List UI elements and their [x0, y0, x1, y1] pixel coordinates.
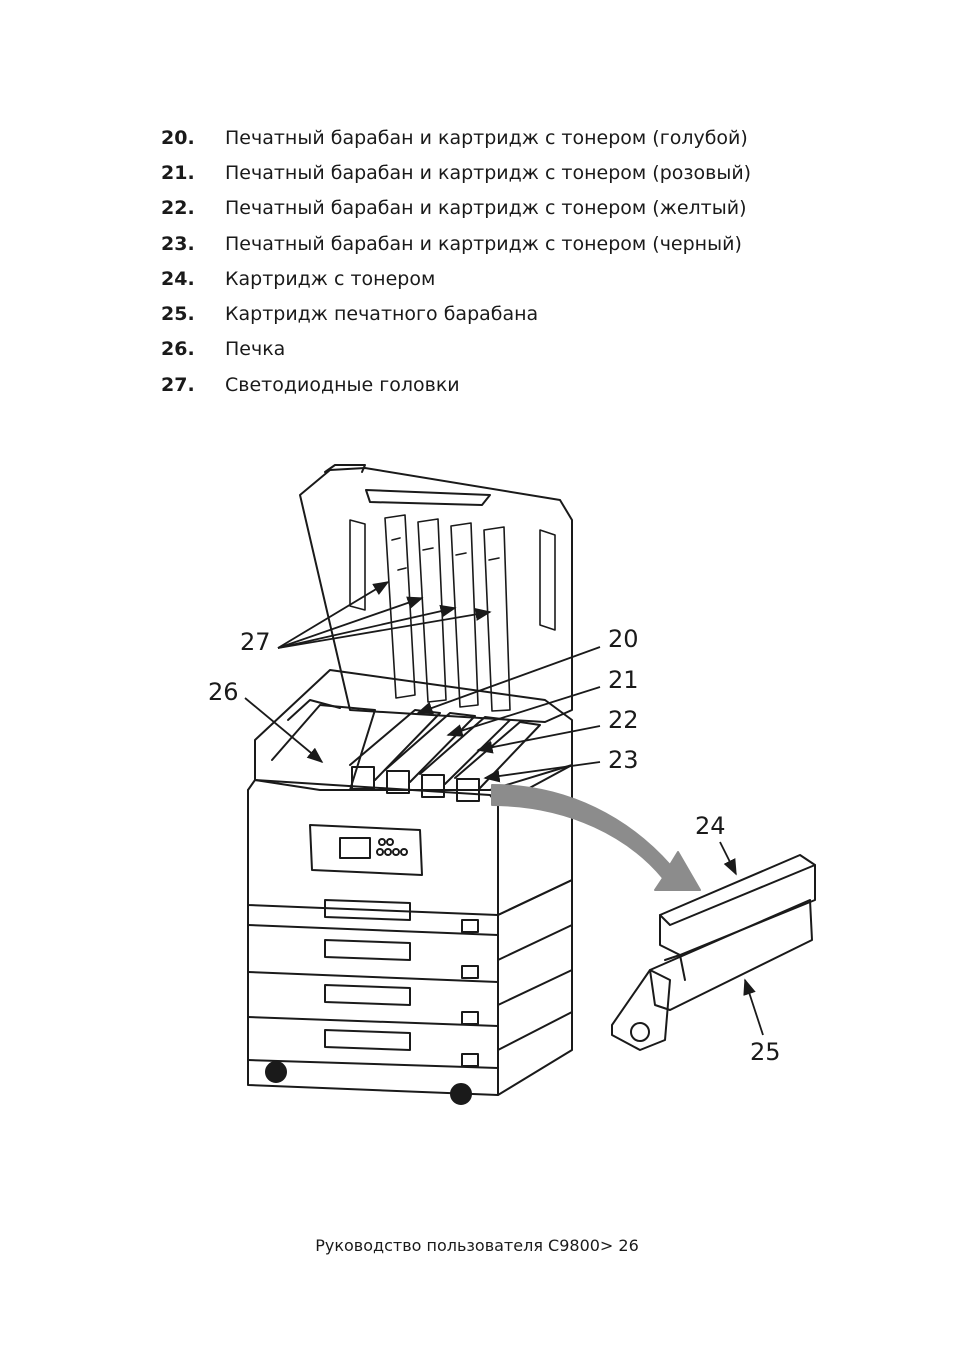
item-number: 25.	[161, 303, 195, 326]
list-item: 23. Печатный барабан и картридж с тонером…	[161, 226, 751, 261]
list-item: 25. Картридж печатного барабана	[161, 296, 751, 331]
leader-22	[476, 725, 601, 754]
paper-trays	[247, 899, 573, 1069]
leader-24	[719, 841, 737, 876]
printer-wheels	[265, 1061, 472, 1105]
leader-27b	[277, 596, 424, 649]
list-item: 22. Печатный барабан и картридж с тонером…	[161, 191, 751, 226]
printer-top-cover	[299, 464, 573, 723]
leader-23	[483, 761, 601, 783]
item-number: 22.	[161, 197, 195, 220]
printer-illustration: 27 26 20 21 22 23 24 25	[200, 460, 840, 1110]
printer-body	[247, 764, 573, 1096]
component-list: 20. Печатный барабан и картридж с тонером…	[161, 120, 751, 402]
removed-cartridge	[611, 854, 816, 1051]
leader-21	[446, 686, 601, 737]
list-item: 20. Печатный барабан и картридж с тонером…	[161, 120, 751, 155]
leader-25	[743, 978, 764, 1036]
callout-27: 27	[240, 628, 271, 656]
item-text: Печатный барабан и картридж с тонером (р…	[225, 161, 752, 184]
removal-arrow	[491, 784, 701, 891]
item-number: 23.	[161, 232, 195, 255]
item-text: Печатный барабан и картридж с тонером (ж…	[225, 197, 747, 220]
callout-26: 26	[208, 678, 239, 706]
item-number: 27.	[161, 373, 195, 396]
leader-20	[416, 646, 601, 715]
item-text: Картридж печатного барабана	[225, 303, 539, 326]
callout-25: 25	[750, 1038, 781, 1066]
leader-27a	[277, 581, 390, 649]
item-text: Печка	[225, 338, 286, 361]
leader-27c	[277, 604, 457, 649]
callout-21: 21	[608, 666, 639, 694]
item-text: Печатный барабан и картридж с тонером (ч…	[225, 232, 742, 255]
page-footer: Руководство пользователя C9800> 26	[315, 1236, 639, 1255]
item-number: 26.	[161, 338, 195, 361]
item-number: 20.	[161, 126, 195, 149]
list-item: 27. Светодиодные головки	[161, 367, 751, 402]
item-text: Светодиодные головки	[225, 373, 460, 396]
callout-23: 23	[608, 746, 639, 774]
item-text: Печатный барабан и картридж с тонером (г…	[225, 126, 748, 149]
callout-24: 24	[695, 812, 726, 840]
callout-20: 20	[608, 625, 639, 653]
item-text: Картридж с тонером	[225, 267, 436, 290]
leader-26	[244, 697, 324, 764]
item-number: 24.	[161, 267, 195, 290]
printer-interior	[254, 669, 573, 802]
callout-22: 22	[608, 706, 639, 734]
list-item: 26. Печка	[161, 332, 751, 367]
list-item: 24. Картридж с тонером	[161, 261, 751, 296]
list-item: 21. Печатный барабан и картридж с тонером…	[161, 155, 751, 190]
led-heads	[349, 514, 556, 712]
item-number: 21.	[161, 161, 195, 184]
leader-27d	[277, 608, 492, 649]
